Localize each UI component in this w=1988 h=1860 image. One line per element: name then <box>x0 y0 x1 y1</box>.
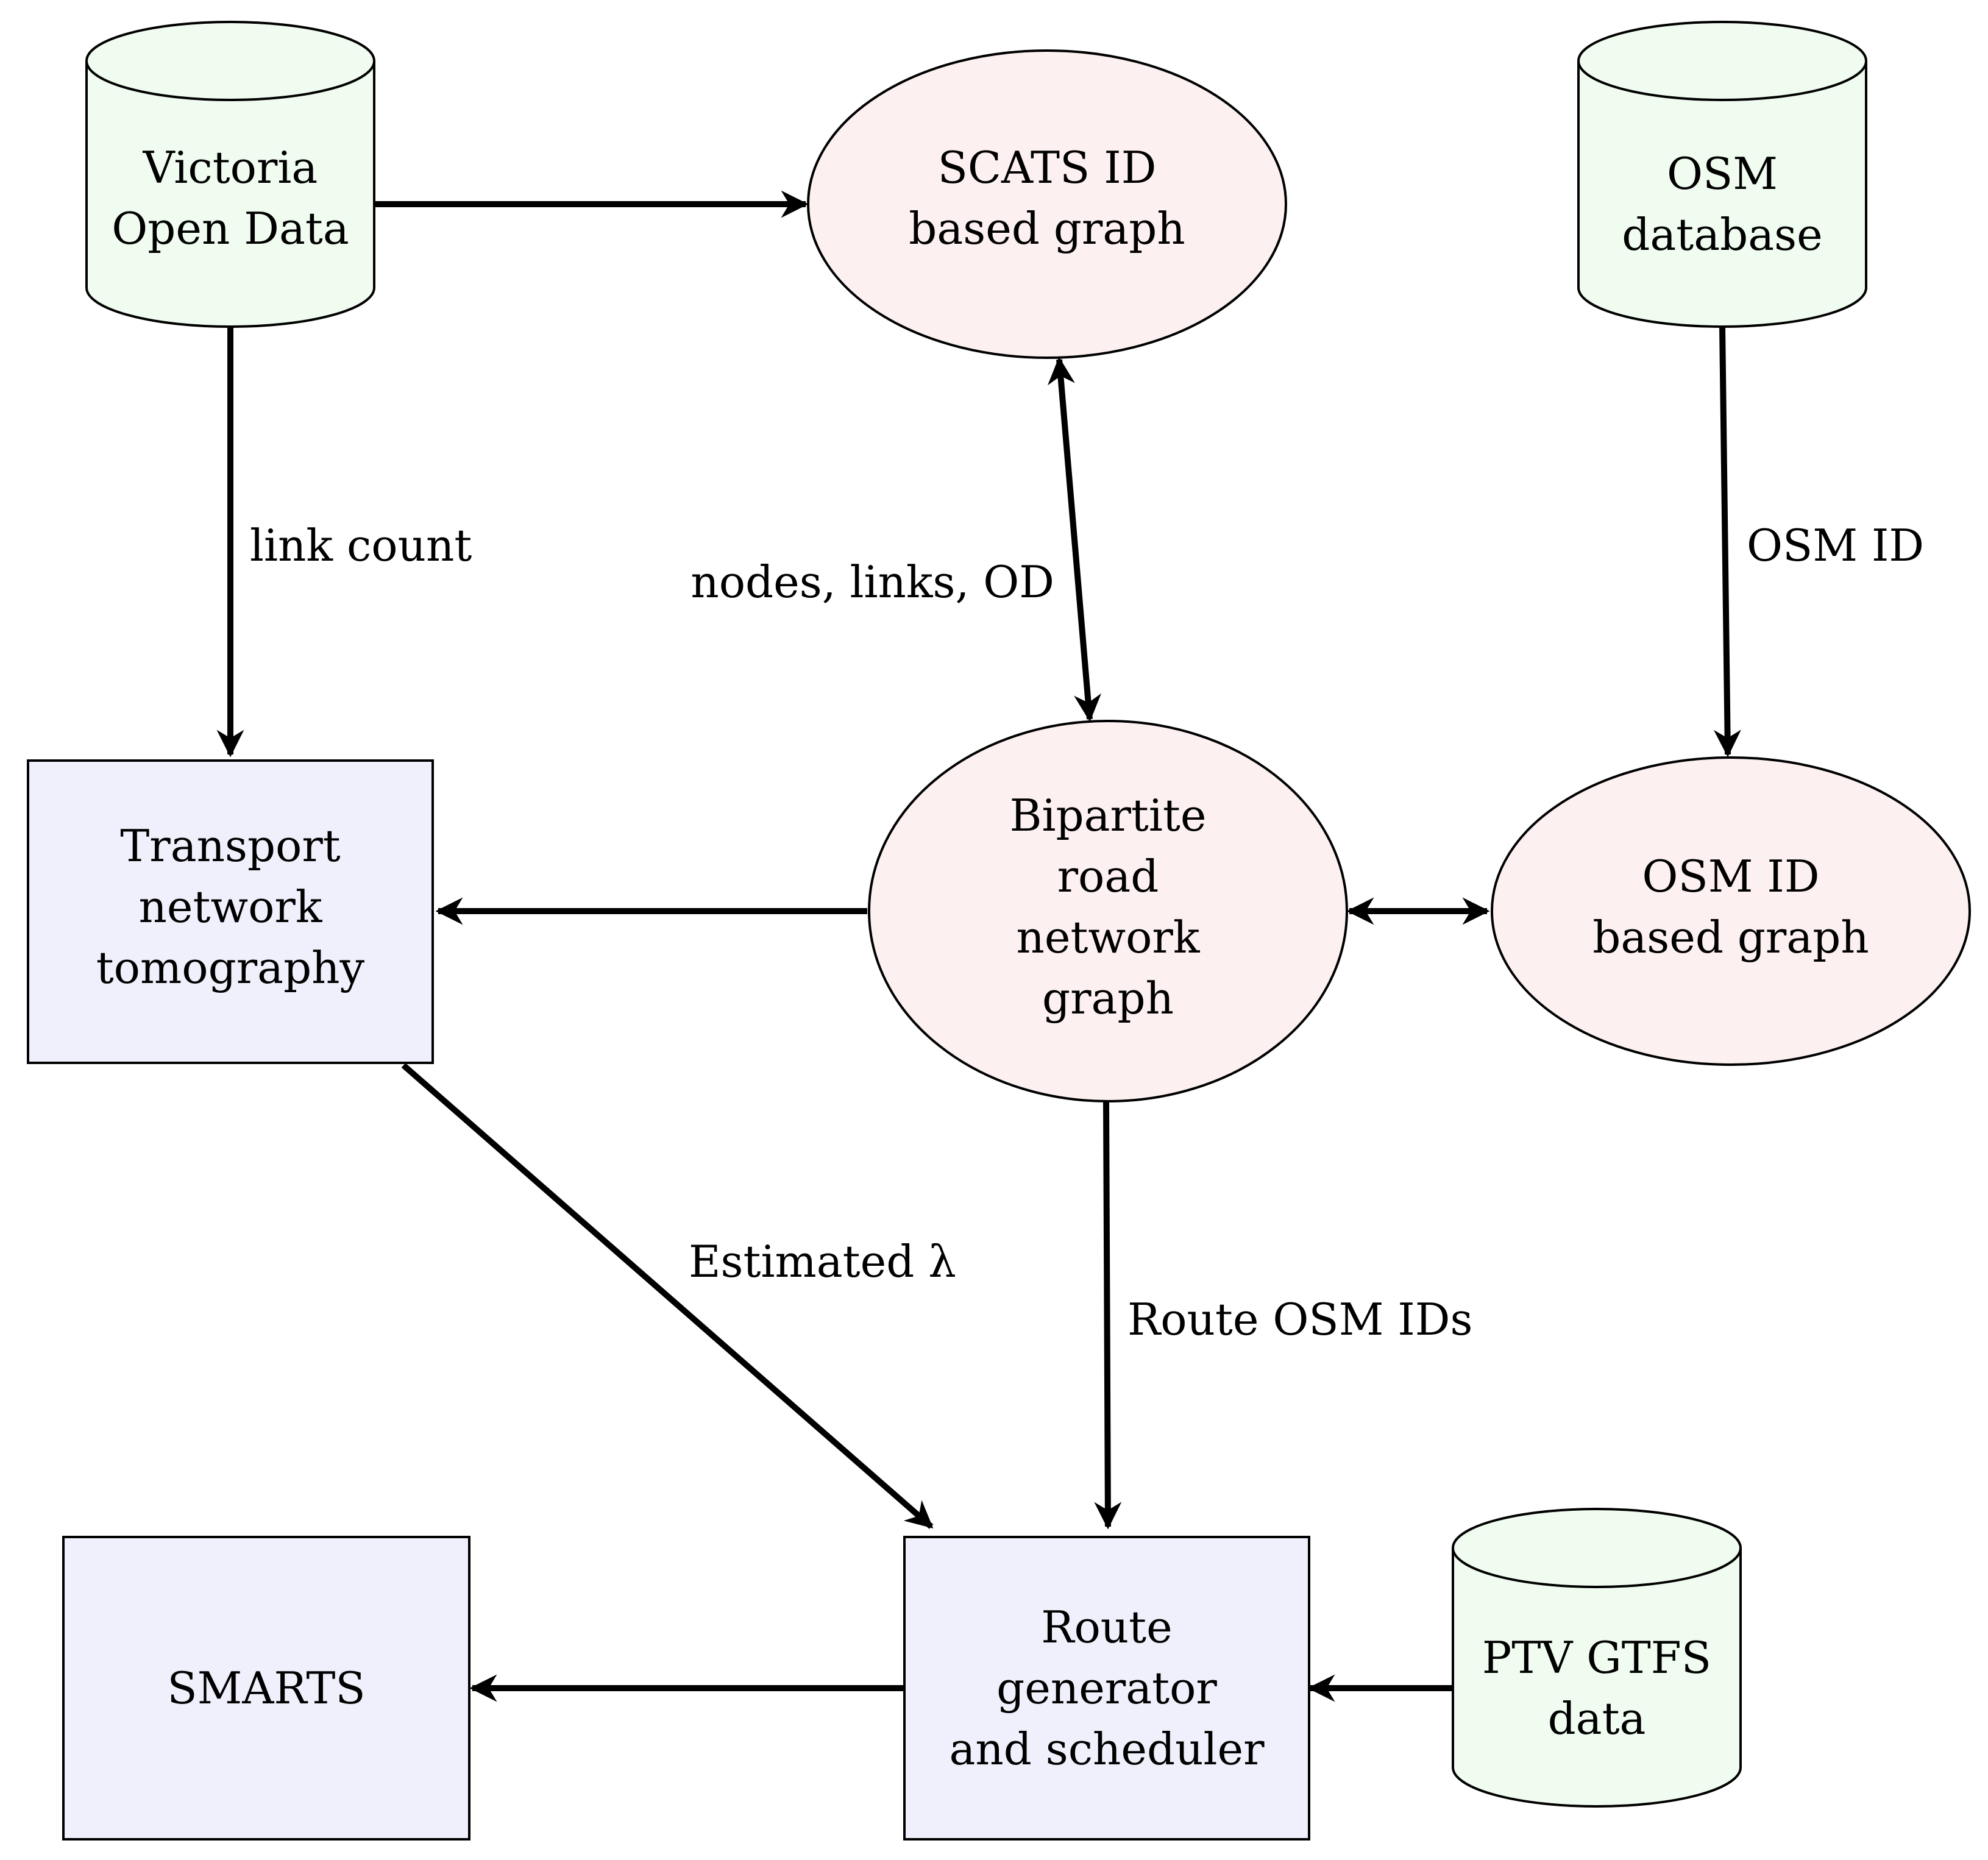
tnt-line-3: tomography <box>96 942 365 993</box>
edge-label-route-osm-ids: Route OSM IDs <box>1127 1294 1472 1345</box>
victoria-open-data-node: Victoria Open Data <box>85 21 375 328</box>
osm-graph-line-1: OSM ID <box>1642 851 1819 902</box>
smarts-node: SMARTS <box>62 1536 470 1840</box>
route-gen-line-2: generator <box>996 1663 1217 1714</box>
route-generator-node: Route generator and scheduler <box>903 1536 1310 1840</box>
bipartite-line-2: road <box>1057 851 1159 902</box>
bipartite-line-1: Bipartite <box>1010 790 1207 841</box>
osm-db-line-2: database <box>1622 209 1822 260</box>
victoria-line-1: Victoria <box>143 142 318 193</box>
scats-line-2: based graph <box>909 203 1185 254</box>
ptv-gtfs-data-node: PTV GTFS data <box>1452 1508 1742 1808</box>
bipartite-line-3: network <box>1017 912 1201 963</box>
edge-label-estimated-lambda: Estimated λ <box>689 1236 956 1287</box>
edge-label-osm-id: OSM ID <box>1747 520 1924 571</box>
transport-network-tomography-node: Transport network tomography <box>27 759 434 1064</box>
osm-db-line-1: OSM <box>1667 148 1778 199</box>
victoria-line-2: Open Data <box>112 203 349 254</box>
edge-bipartite-to-routegen <box>1094 1101 1122 1530</box>
scats-graph-node: SCATS ID based graph <box>807 49 1287 359</box>
tnt-line-2: network <box>139 881 323 932</box>
ptv-line-2: data <box>1548 1693 1646 1744</box>
smarts-label: SMARTS <box>167 1663 365 1714</box>
ptv-line-1: PTV GTFS <box>1482 1632 1711 1683</box>
edge-tnt-to-routegen <box>401 1063 934 1529</box>
bipartite-line-4: graph <box>1042 973 1174 1024</box>
osm-graph-line-2: based graph <box>1592 912 1869 963</box>
osm-database-node: OSM database <box>1577 21 1867 328</box>
osm-graph-node: OSM ID based graph <box>1491 756 1971 1066</box>
route-gen-line-1: Route <box>1041 1602 1172 1653</box>
scats-line-1: SCATS ID <box>938 142 1157 193</box>
edge-label-nodes-links-od: nodes, links, OD <box>690 556 1054 608</box>
bipartite-graph-node: Bipartite road network graph <box>868 720 1348 1102</box>
route-gen-line-3: and scheduler <box>949 1723 1265 1775</box>
tnt-line-1: Transport <box>120 820 341 871</box>
edge-label-link-count: link count <box>250 520 472 571</box>
edge-osmdb-to-osmgraph <box>1713 325 1741 758</box>
edge-scats-bipartite <box>1048 357 1101 722</box>
